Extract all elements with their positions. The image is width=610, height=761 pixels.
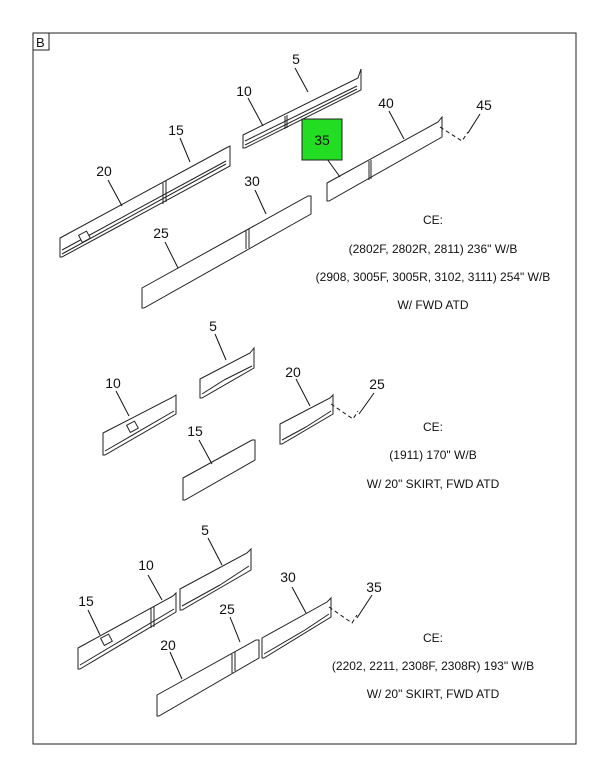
section-1-note-models-1: (2802F, 2802R, 2811) 236" W/B (349, 242, 518, 256)
callout-35[interactable]: 35 (366, 579, 382, 595)
section-1: 5 10 15 20 25 30 35 40 45 CE: (2802F, 28… (59, 51, 551, 312)
panel-5-10 (242, 68, 362, 149)
callout-45[interactable]: 45 (476, 97, 492, 113)
panel-15 (182, 439, 256, 501)
callout-40[interactable]: 40 (378, 95, 394, 111)
dashed-leader-25 (330, 403, 359, 420)
callout-25[interactable]: 25 (369, 376, 385, 392)
dashed-leader-35 (328, 606, 358, 624)
panel-35-40 (326, 115, 443, 202)
panel-25-30 (141, 195, 312, 309)
section-3-note-models: (2202, 2211, 2308F, 2308R) 193" W/B (332, 659, 534, 673)
section-2-note-models: (1911) 170" W/B (389, 448, 476, 462)
callout-15[interactable]: 15 (168, 122, 184, 138)
panel-10-cutout (125, 420, 139, 434)
diagram-frame (32, 32, 577, 745)
section-1-note-option: W/ FWD ATD (397, 298, 468, 312)
callout-25[interactable]: 25 (153, 225, 169, 241)
callout-25[interactable]: 25 (219, 601, 235, 617)
section-3-note-ce: CE: (423, 631, 443, 645)
callout-10[interactable]: 10 (138, 557, 154, 573)
callout-5[interactable]: 5 (201, 522, 209, 538)
panel-15-20-cutout (77, 230, 91, 244)
section-2-note-ce: CE: (423, 420, 443, 434)
callout-35[interactable]: 35 (314, 132, 330, 148)
panel-20 (279, 393, 334, 445)
callout-10[interactable]: 10 (236, 83, 252, 99)
callout-5[interactable]: 5 (292, 51, 300, 67)
callout-35-highlight[interactable] (301, 118, 343, 161)
panel-20-25 (156, 639, 260, 717)
callout-20[interactable]: 20 (160, 637, 176, 653)
panel-15-cutout (99, 633, 113, 647)
panel-5-10 (179, 547, 252, 611)
section-1-note-ce: CE: (423, 213, 443, 227)
panel-10 (102, 394, 177, 456)
callout-30[interactable]: 30 (280, 569, 296, 585)
panel-15-20 (59, 145, 231, 258)
callout-15[interactable]: 15 (78, 593, 94, 609)
callout-10[interactable]: 10 (105, 375, 121, 391)
callout-30[interactable]: 30 (244, 173, 260, 189)
panel-5 (199, 346, 255, 399)
dashed-leader-45 (439, 126, 469, 142)
section-2: 5 10 15 20 25 CE: (1911) 170" W/B W/ 20"… (102, 318, 500, 501)
section-3-note-option: W/ 20" SKIRT, FWD ATD (367, 687, 500, 701)
callout-15[interactable]: 15 (187, 423, 203, 439)
frame-label: B (36, 35, 45, 50)
section-2-note-option: W/ 20" SKIRT, FWD ATD (367, 477, 500, 491)
panel-30 (261, 596, 332, 659)
section-3: 5 10 15 20 25 30 35 CE: (2202, 2211, 230… (77, 522, 534, 717)
callout-20[interactable]: 20 (285, 364, 301, 380)
section-1-note-models-2: (2908, 3005F, 3005R, 3102, 3111) 254" W/… (316, 270, 551, 284)
callout-5[interactable]: 5 (209, 318, 217, 334)
frame-label-box (32, 32, 50, 51)
callout-20[interactable]: 20 (96, 163, 112, 179)
